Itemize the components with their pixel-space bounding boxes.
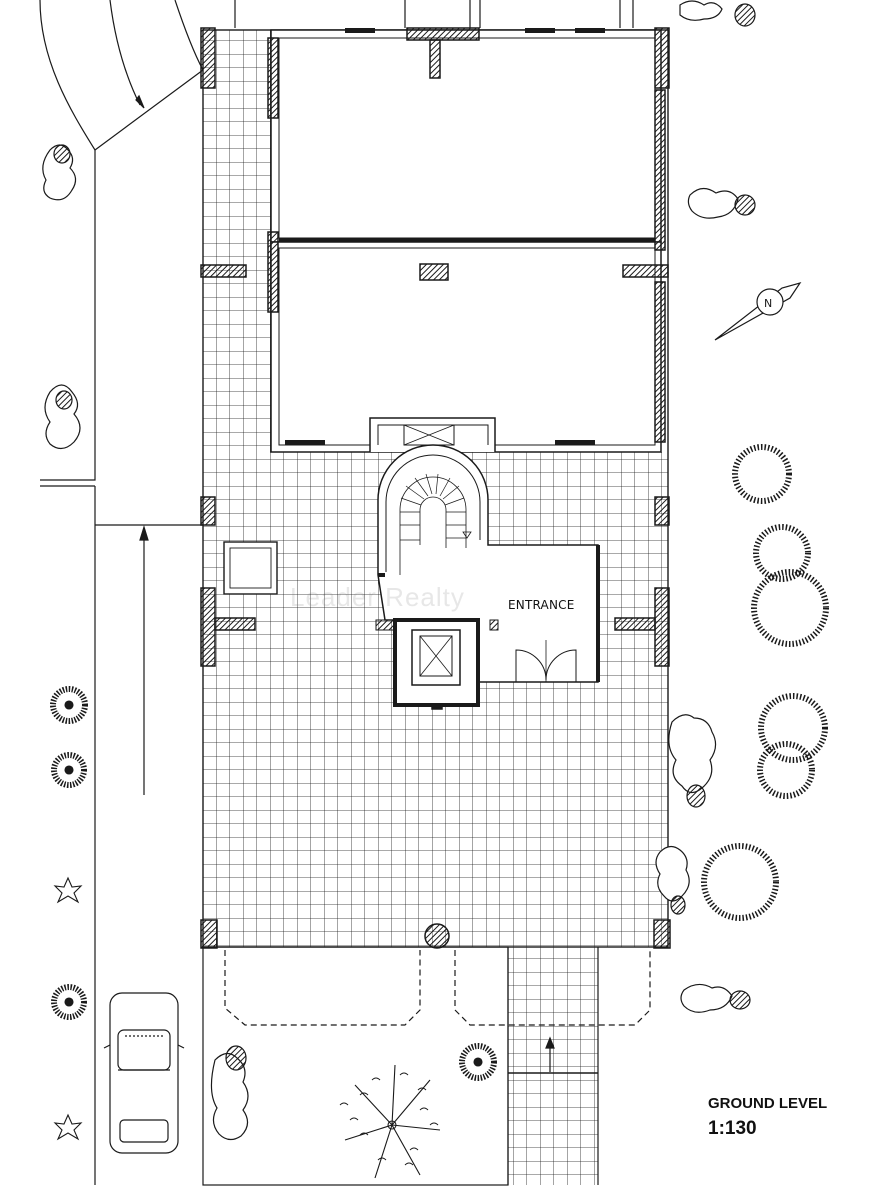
room-label-entrance: ENTRANCE <box>508 598 575 612</box>
tree-icon <box>339 1064 441 1179</box>
street-lines <box>39 0 634 1185</box>
entrance-hall <box>375 444 600 710</box>
palm-icon <box>50 686 497 1141</box>
light-well <box>223 541 278 595</box>
plan-title: GROUND LEVEL <box>708 1095 828 1112</box>
car-icon <box>103 992 185 1154</box>
plan-scale: 1:130 <box>708 1118 757 1139</box>
structural-columns <box>200 27 671 949</box>
wall-dashes <box>285 28 605 445</box>
front-garden <box>202 923 651 1186</box>
circular-bushes <box>701 444 829 921</box>
interior-rooms <box>270 29 662 453</box>
svg-text:N: N <box>764 297 772 310</box>
north-arrow-icon: N <box>714 281 802 341</box>
watermark: Leader Realty <box>290 582 465 612</box>
shrub-icon <box>42 0 756 1141</box>
